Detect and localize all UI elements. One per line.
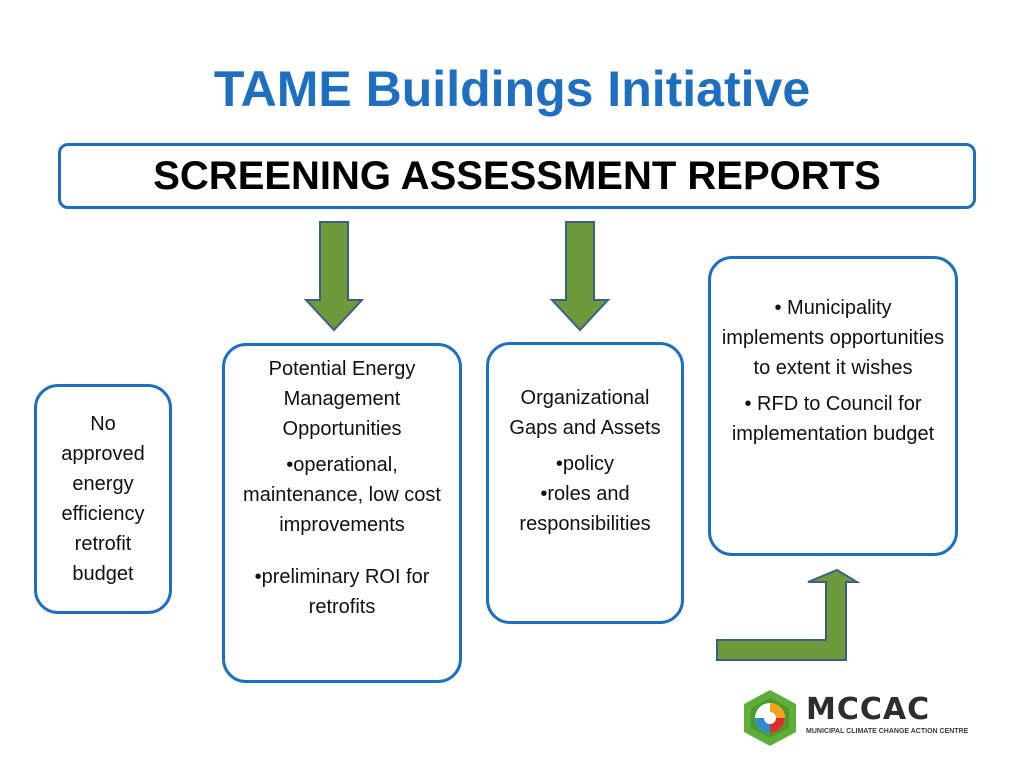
mccac-tagline: MUNICIPAL CLIMATE CHANGE ACTION CENTRE — [806, 728, 969, 735]
energy-heading: Potential Energy Management Opportunitie… — [268, 358, 416, 440]
municipality-bullet-implements: • Municipality implements opportunities … — [721, 297, 945, 379]
page-title: TAME Buildings Initiative — [213, 61, 811, 117]
screening-reports-header: SCREENING ASSESSMENT REPORTS — [58, 143, 976, 209]
down-arrow-left — [303, 221, 365, 332]
org-bullet-policy: •policy — [555, 453, 615, 475]
mccac-hexagon-icon — [744, 690, 796, 746]
municipality-box: • Municipality implements opportunities … — [708, 256, 958, 556]
header-label: SCREENING ASSESSMENT REPORTS — [153, 153, 881, 198]
mccac-logo: MCCAC MUNICIPAL CLIMATE CHANGE ACTION CE… — [740, 688, 970, 748]
org-bullet-roles: •roles and responsibilities — [519, 483, 651, 535]
elbow-up-arrow — [716, 568, 861, 661]
energy-opportunities-box: Potential Energy Management Opportunitie… — [222, 343, 462, 683]
energy-bullet-roi: •preliminary ROI for retrofits — [254, 566, 430, 618]
no-budget-box: No approved energy efficiency retrofit b… — [34, 384, 172, 614]
down-arrow-middle — [549, 221, 611, 332]
org-heading: Organizational Gaps and Assets — [509, 387, 661, 439]
municipality-bullet-rfd: • RFD to Council for implementation budg… — [731, 393, 935, 445]
no-budget-text: No approved energy efficiency retrofit b… — [61, 413, 145, 585]
energy-bullet-operational: •operational, maintenance, low cost impr… — [243, 454, 441, 536]
organizational-gaps-box: Organizational Gaps and Assets •policy •… — [486, 342, 684, 624]
mccac-wordmark: MCCAC — [806, 692, 931, 727]
